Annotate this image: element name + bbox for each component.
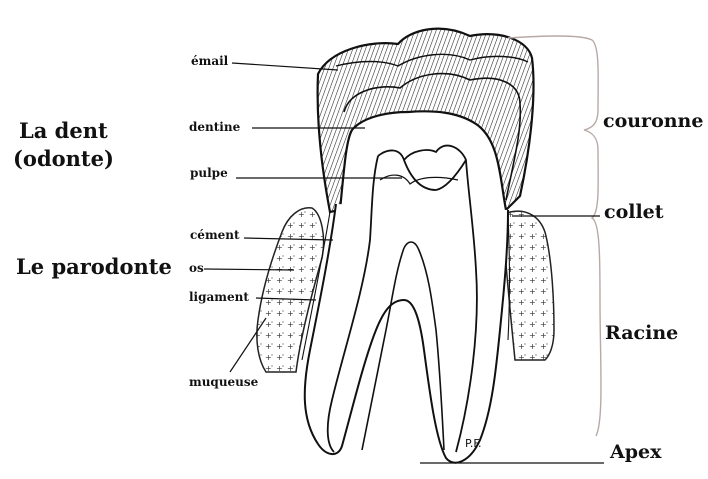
artist-signature: P.F. (465, 438, 481, 449)
zone-apex: Apex (610, 443, 661, 462)
label-pulp: pulpe (190, 167, 228, 179)
label-dentin: dentine (189, 121, 240, 133)
zone-root: Racine (605, 324, 678, 343)
label-cementum: cément (190, 229, 240, 241)
zone-neck: collet (604, 203, 664, 222)
label-ligament: ligament (189, 291, 249, 303)
bone-right (504, 211, 554, 360)
label-bone: os (189, 262, 204, 274)
title-tooth-line1: La dent (19, 120, 108, 141)
zone-crown: couronne (603, 112, 703, 131)
label-mucosa: muqueuse (189, 376, 258, 388)
label-enamel: émail (191, 55, 228, 67)
title-tooth-line2: (odonte) (13, 148, 114, 169)
title-periodontium: Le parodonte (16, 256, 172, 277)
tooth-body (305, 204, 508, 463)
